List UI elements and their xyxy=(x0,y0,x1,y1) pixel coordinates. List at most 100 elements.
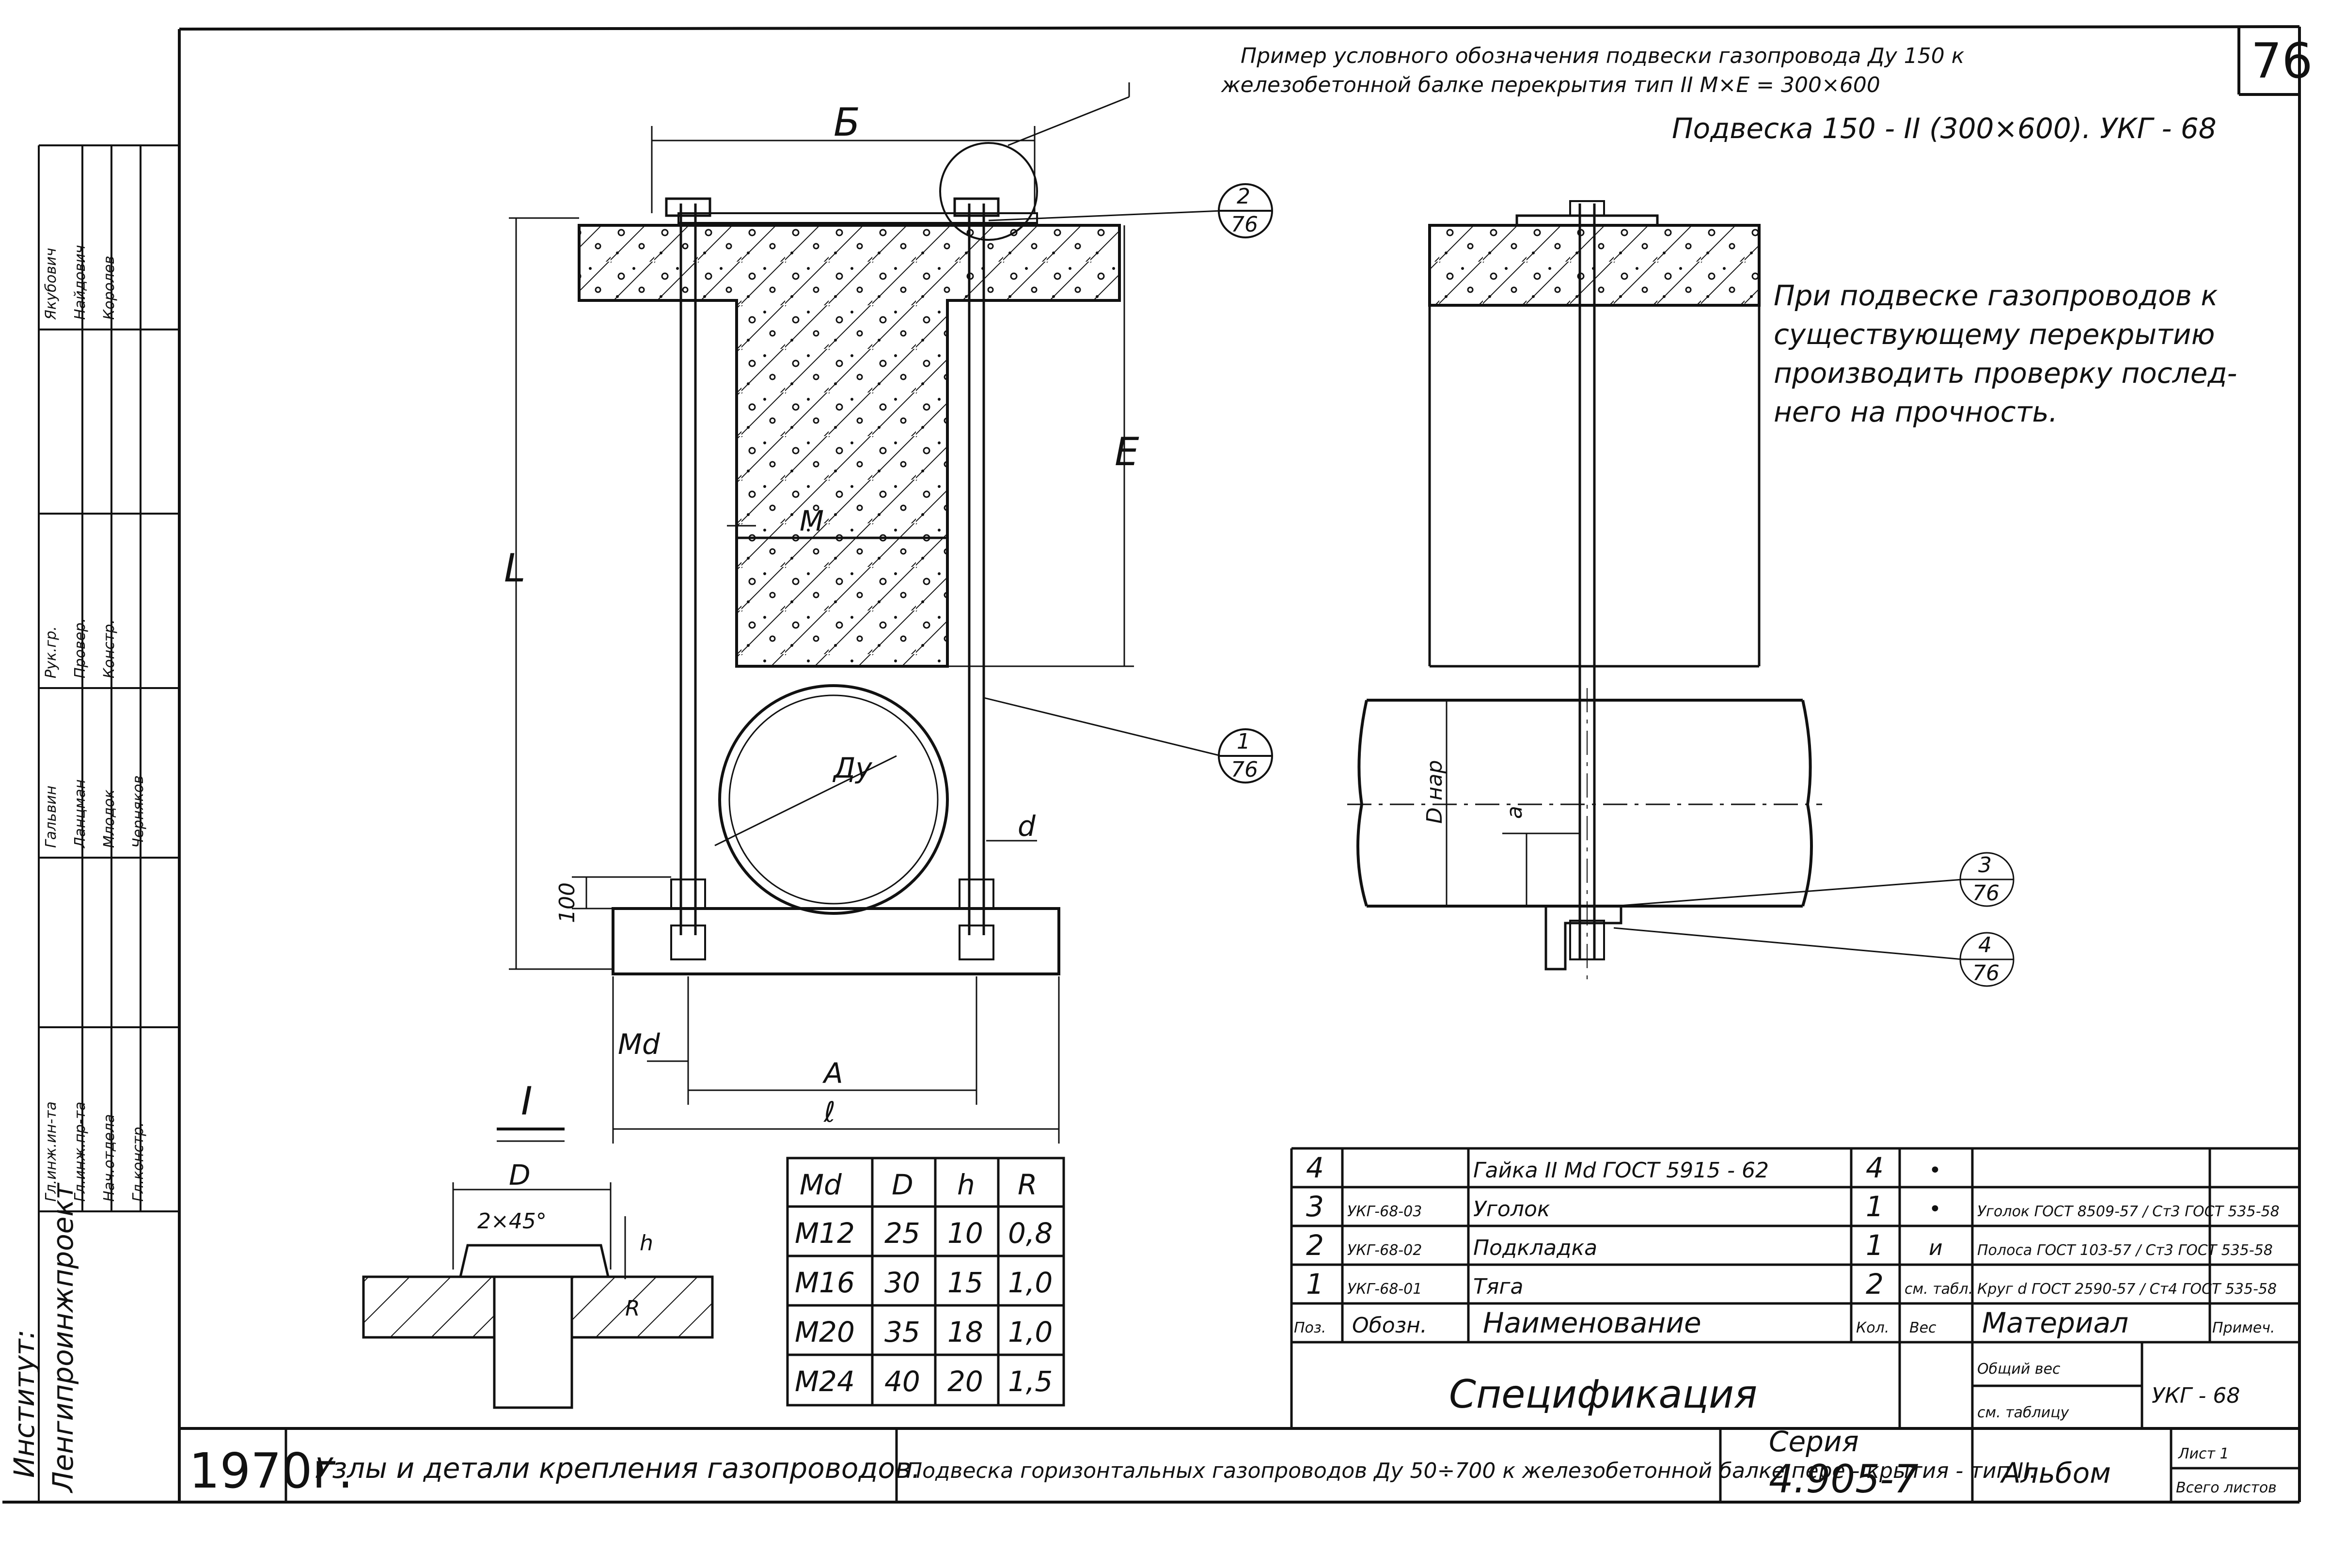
title-series-label: Серия xyxy=(1769,1425,1859,1458)
dim-a: А xyxy=(822,1057,843,1090)
size-cell: 1,0 xyxy=(1008,1316,1053,1348)
title-album: Альбом xyxy=(1999,1457,2111,1490)
spec-qty: 1 xyxy=(1866,1190,1884,1223)
support-plate xyxy=(612,907,1060,975)
spec-pos: 1 xyxy=(1306,1268,1324,1301)
spec-name: Гайка II Md ГОСТ 5915 - 62 xyxy=(1473,1158,1769,1183)
stamp-name: Королев xyxy=(101,256,118,320)
spec-title: Спецификация xyxy=(1449,1372,1757,1417)
spec-header-name: Наименование xyxy=(1483,1306,1701,1339)
spec-code: УКГ-68-03 xyxy=(1347,1203,1422,1220)
note-line-2: существующему перекрытию xyxy=(1774,318,2215,351)
stamp-text: Институт: Ленгипроинжпроект Гл.инж.ин-та… xyxy=(8,245,147,1493)
size-cell: 20 xyxy=(947,1365,983,1398)
title-year: 1970г. xyxy=(189,1443,353,1499)
spec-material: Уголок ГОСТ 8509-57 / Ст3 ГОСТ 535-58 xyxy=(1977,1203,2280,1220)
note-line-1: При подвеске газопроводов к xyxy=(1774,279,2218,312)
label-m: М xyxy=(800,504,824,537)
dim-l-label: L xyxy=(504,546,526,591)
spec-qty: 1 xyxy=(1866,1229,1884,1262)
callout-2-num: 2 xyxy=(1237,184,1250,209)
title-section: Узлы и детали крепления газопроводов. xyxy=(315,1452,921,1485)
rod-left xyxy=(679,204,697,935)
spec-header-code: Обозн. xyxy=(1352,1313,1427,1338)
callout-4-num: 4 xyxy=(1978,933,1992,957)
spec-header-pos: Поз. xyxy=(1294,1319,1326,1336)
spec-mass: и xyxy=(1929,1236,1943,1260)
spec-name: Уголок xyxy=(1473,1197,1550,1222)
callout-2-sheet: 76 xyxy=(1231,212,1258,237)
stamp-role: Нач.отдела xyxy=(101,1114,118,1202)
stamp-role: Гл.констр. xyxy=(130,1122,147,1202)
note-line-3: производить проверку послед- xyxy=(1774,357,2237,390)
size-cell: 1,0 xyxy=(1008,1266,1053,1299)
size-header-h: h xyxy=(957,1168,975,1201)
institute-name: Ленгипроинжпроект xyxy=(47,1182,79,1493)
size-cell: M24 xyxy=(795,1365,855,1398)
stamp-role: Констр. xyxy=(101,619,118,678)
stamp-name: Ланцман xyxy=(72,779,89,848)
sheet-number: 76 xyxy=(2251,32,2313,89)
example-line-1: Пример условного обозначения подвески га… xyxy=(1241,44,1965,68)
dim-e-label: Е xyxy=(1115,429,1139,474)
callout-3-sheet: 76 xyxy=(1972,881,1999,906)
spec-mass: • xyxy=(1929,1158,1941,1183)
callout-4-sheet: 76 xyxy=(1972,961,1999,986)
stamp-role: Гл.инж.пр-та xyxy=(72,1102,89,1202)
spec-material: Круг d ГОСТ 2590-57 / Ст4 ГОСТ 535-58 xyxy=(1977,1281,2277,1298)
detail-chamfer: 2×45° xyxy=(477,1209,547,1234)
side-stamp xyxy=(38,144,179,1502)
callout-1-sheet: 76 xyxy=(1231,757,1258,782)
detail-title: I xyxy=(521,1079,533,1124)
spec-header-material: Материал xyxy=(1982,1306,2128,1339)
stamp-name: Млодок xyxy=(101,789,118,848)
size-cell: 35 xyxy=(884,1316,920,1348)
example-line-2: железобетонной балке перекрытия тип II М… xyxy=(1221,73,1880,97)
label-d: d xyxy=(1018,810,1036,843)
size-cell: 18 xyxy=(947,1316,983,1348)
spec-header-qty: Кол. xyxy=(1856,1319,1889,1336)
stamp-name: Гальвин xyxy=(43,785,60,848)
spec-code: УКГ-68-01 xyxy=(1347,1281,1422,1298)
title-block: 1970г. Узлы и детали крепления газопрово… xyxy=(189,1425,2299,1502)
size-cell: 30 xyxy=(884,1266,920,1299)
size-header-r: R xyxy=(1018,1168,1037,1201)
spec-qty: 2 xyxy=(1866,1268,1884,1301)
dim-l-small: ℓ xyxy=(823,1096,835,1129)
label-a: а xyxy=(1502,806,1527,819)
size-cell: 0,8 xyxy=(1008,1217,1053,1250)
title-sheet: Лист 1 xyxy=(2178,1445,2229,1462)
pipe-circle xyxy=(718,684,949,915)
stamp-role: Гл.инж.ин-та xyxy=(43,1101,60,1202)
spec-total-2: см. таблицу xyxy=(1977,1404,2070,1421)
spec-pos: 2 xyxy=(1306,1229,1324,1262)
size-header-d: D xyxy=(892,1168,913,1201)
side-view: 3 76 4 76 D нар а xyxy=(1347,200,2015,987)
spec-doc-code: УКГ - 68 xyxy=(2152,1383,2240,1408)
size-cell: 10 xyxy=(947,1217,983,1250)
callout-1-num: 1 xyxy=(1237,729,1250,754)
label-d-outer: D нар xyxy=(1422,760,1447,824)
spec-qty: 4 xyxy=(1866,1151,1884,1184)
spec-pos: 4 xyxy=(1306,1151,1324,1184)
spec-name: Подкладка xyxy=(1473,1236,1597,1260)
spec-material: Полоса ГОСТ 103-57 / Ст3 ГОСТ 535-58 xyxy=(1977,1242,2273,1259)
label-dy: Ду xyxy=(832,752,872,784)
callout-3-num: 3 xyxy=(1978,853,1992,878)
spec-mass: • xyxy=(1929,1197,1941,1222)
detail-label-h: h xyxy=(640,1231,653,1255)
size-cell: 25 xyxy=(884,1217,920,1250)
spec-header-note: Примеч. xyxy=(2212,1319,2275,1336)
spec-mass: см. табл. xyxy=(1905,1281,1973,1298)
dim-b-label: Б xyxy=(834,100,860,145)
detail-label-r: R xyxy=(625,1296,640,1321)
stamp-role: Провер. xyxy=(72,618,89,678)
stamp-name: Черняков xyxy=(130,775,147,848)
size-cell: M20 xyxy=(795,1316,855,1348)
dim-100: 100 xyxy=(555,882,580,923)
example-designation: Подвеска 150 - II (300×600). УКГ - 68 xyxy=(1672,112,2217,145)
size-cell: 40 xyxy=(884,1365,920,1398)
title-total: Всего листов xyxy=(2176,1479,2277,1496)
size-cell: 1,5 xyxy=(1008,1365,1053,1398)
